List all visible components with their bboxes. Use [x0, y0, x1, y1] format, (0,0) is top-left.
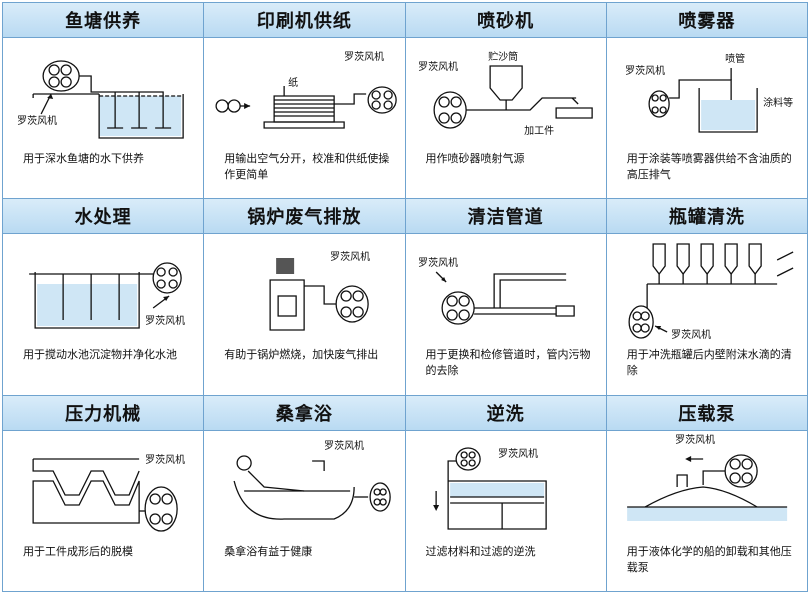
blower-icon: [432, 91, 467, 129]
nozzle-label: 喷管: [725, 52, 745, 65]
cell-caption: 用于搅动水池沉淀物并净化水池: [23, 348, 177, 362]
cell-water-treatment: 水处理 罗茨风机 用于搅动水池沉淀物并净化水池: [3, 199, 205, 396]
paint-label: 涂料等: [763, 96, 793, 109]
cell-sandblaster: 喷砂机 罗茨风机 贮沙筒 加工件 用作喷砂器喷射气源: [405, 3, 607, 200]
sprayer-diagram: 罗茨风机 喷管 涂料等: [625, 52, 793, 133]
paper-label: 纸: [288, 76, 298, 89]
press-machine-diagram: 罗茨风机: [32, 453, 185, 532]
boiler-exhaust-diagram: 罗茨风机: [269, 250, 370, 331]
cell-backwash: 逆洗 罗茨风机 过滤材料和过滤的逆洗: [405, 395, 607, 592]
cell-sauna: 桑拿浴 罗茨风机 桑拿浴有益于健康: [204, 395, 406, 592]
blower-label: 罗茨风机: [344, 50, 384, 63]
cell-caption: 用于深水鱼塘的水下供养: [23, 152, 144, 165]
cell-title: 清洁管道: [405, 199, 606, 235]
cell-caption: 用输出空气分开，校准和供纸使操作更简单: [224, 152, 390, 181]
cell-ballast-pump: 压载泵 罗茨风机 用于液体化学的船的卸载和其他压载泵: [606, 395, 808, 592]
sandblaster-diagram: 罗茨风机 贮沙筒 加工件: [418, 50, 593, 137]
blower-label: 罗茨风机: [675, 433, 715, 446]
cell-title: 喷雾器: [606, 3, 807, 38]
blower-label: 罗茨风机: [418, 60, 458, 73]
workpiece-label: 加工件: [524, 125, 554, 137]
blower-icon: [648, 90, 670, 118]
cell-bottle-washing: 瓶罐清洗 罗茨风机 用于冲洗瓶罐后内壁附沫水滴的清除: [606, 199, 808, 396]
blower-icon: [628, 305, 654, 339]
cell-fish-pond: 鱼塘供养 罗茨风机 用于深水鱼塘的水下供养: [3, 3, 205, 200]
blower-icon: [152, 262, 182, 294]
blower-icon: [42, 60, 80, 92]
cell-title: 鱼塘供养: [3, 3, 204, 38]
blower-icon: [335, 285, 370, 323]
blower-icon: [367, 86, 398, 114]
hopper-label: 贮沙筒: [488, 50, 518, 63]
blower-icon: [440, 291, 475, 325]
cell-caption: 过滤材料和过滤的逆洗: [425, 544, 536, 558]
blower-label: 罗茨风机: [671, 328, 711, 341]
bottle-washing-diagram: 罗茨风机: [628, 243, 794, 341]
blower-icon: [724, 454, 758, 488]
blower-label: 罗茨风机: [145, 314, 185, 327]
cell-caption: 桑拿浴有益于健康: [224, 544, 313, 558]
ballast-pump-diagram: 罗茨风机: [626, 433, 787, 521]
blower-label: 罗茨风机: [498, 447, 538, 460]
cell-title: 锅炉废气排放: [204, 199, 405, 235]
cell-caption: 用作喷砂器喷射气源: [425, 152, 525, 165]
blower-label: 罗茨风机: [324, 439, 364, 452]
blower-label: 罗茨风机: [625, 64, 665, 77]
cell-sprayer: 喷雾器 罗茨风机 喷管 涂料等 用于涂装等喷雾器供给不含油质的高压排气: [606, 3, 808, 200]
cell-caption: 用于冲洗瓶罐后内壁附沫水滴的清除: [626, 348, 792, 378]
cell-title: 水处理: [3, 199, 204, 235]
cell-title: 压力机械: [3, 395, 204, 431]
cell-title: 压载泵: [606, 395, 807, 431]
blower-icon: [144, 486, 178, 532]
backwash-diagram: 罗茨风机: [432, 447, 547, 530]
cell-title: 喷砂机: [405, 3, 606, 38]
cell-caption: 用于液体化学的船的卸载和其他压载泵: [626, 544, 792, 574]
cell-title: 桑拿浴: [204, 395, 405, 431]
fish-pond-diagram: 罗茨风机: [17, 60, 184, 139]
cell-caption: 用于涂装等喷雾器供给不含油质的高压排气: [626, 152, 792, 181]
cell-boiler-exhaust: 锅炉废气排放 罗茨风机 有助于锅炉燃烧，加快废气排出: [204, 199, 406, 396]
pipe-cleaning-diagram: 罗茨风机: [418, 256, 575, 325]
cell-pipe-cleaning: 清洁管道 罗茨风机 用于更换和检修管道时，管内污物的去除: [405, 199, 607, 396]
printer-feed-diagram: 纸 罗茨风机: [215, 50, 398, 129]
cell-title: 瓶罐清洗: [606, 199, 807, 235]
blower-icon: [454, 447, 481, 471]
cell-caption: 用于更换和检修管道时，管内污物的去除: [425, 348, 591, 378]
cell-title: 印刷机供纸: [204, 3, 405, 38]
blower-label: 罗茨风机: [17, 114, 57, 127]
blower-label: 罗茨风机: [418, 256, 458, 269]
cell-press-machine: 压力机械 罗茨风机 用于工件成形后的脱模: [3, 395, 205, 592]
blower-icon: [369, 482, 392, 512]
cell-printer-feed: 印刷机供纸 纸 罗茨风机 用输出空气分开，校准和供纸使操作更简单: [204, 3, 406, 200]
blower-label: 罗茨风机: [330, 250, 370, 263]
water-treatment-diagram: 罗茨风机: [29, 262, 185, 329]
cell-caption: 有助于锅炉燃烧，加快废气排出: [224, 348, 379, 362]
sauna-diagram: 罗茨风机: [233, 439, 392, 520]
cell-caption: 用于工件成形后的脱模: [23, 544, 133, 558]
cell-title: 逆洗: [405, 395, 606, 431]
blower-label: 罗茨风机: [145, 453, 185, 466]
